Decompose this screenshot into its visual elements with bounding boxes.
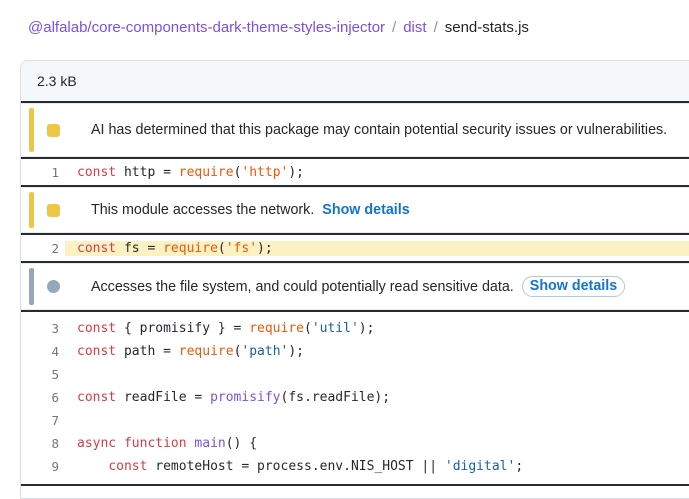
line-number: 4: [51, 344, 59, 359]
breadcrumb: @alfalab/core-components-dark-theme-styl…: [28, 19, 529, 36]
line-number: 8: [51, 436, 59, 451]
show-details-link[interactable]: Show details: [322, 202, 410, 218]
alert-row-network: This module accesses the network. Show d…: [21, 187, 689, 233]
code-line-row: 8 async function main() {: [21, 432, 689, 455]
separator: [21, 310, 689, 312]
alert-row-ai-security: AI has determined that this package may …: [21, 103, 689, 157]
breadcrumb-separator: /: [392, 19, 397, 36]
file-header: 2.3 kB: [21, 61, 689, 101]
breadcrumb-dir-link[interactable]: dist: [403, 19, 427, 36]
file-size-label: 2.3 kB: [37, 73, 77, 89]
warning-square-icon: [47, 203, 60, 217]
code-line-row: 4 const path = require('path');: [21, 340, 689, 363]
code-text: async function main() {: [77, 436, 258, 451]
code-text: const path = require('path');: [77, 344, 305, 359]
code-line-row: 9 const remoteHost = process.env.NIS_HOS…: [21, 455, 689, 478]
line-number: 1: [51, 164, 59, 180]
code-text: const fs = require('fs');: [65, 240, 689, 256]
alert-text: AI has determined that this package may …: [91, 122, 668, 138]
breadcrumb-separator: /: [433, 19, 438, 36]
code-text: const remoteHost = process.env.NIS_HOST …: [108, 459, 524, 474]
breadcrumb-current-file: send-stats.js: [444, 19, 529, 36]
warning-stripe: [29, 192, 34, 228]
info-stripe: [29, 268, 34, 305]
line-number: 5: [51, 367, 59, 382]
line-number: 9: [51, 459, 59, 474]
code-text: const readFile = promisify(fs.readFile);: [77, 390, 391, 405]
separator: [21, 101, 689, 103]
code-line-row: 3 const { promisify } = require('util');: [21, 317, 689, 340]
line-number: 3: [51, 321, 59, 336]
separator: [21, 261, 689, 263]
code-text: const http = require('http');: [77, 164, 305, 180]
separator: [21, 233, 689, 235]
line-number: 6: [51, 390, 59, 405]
breadcrumb-package-link[interactable]: @alfalab/core-components-dark-theme-styl…: [28, 19, 386, 36]
alert-text: This module accesses the network.: [91, 202, 315, 218]
code-line-row-highlighted: 2 const fs = require('fs');: [21, 235, 689, 261]
code-line-row: 1 const http = require('http');: [21, 159, 689, 185]
code-text: [65, 367, 689, 382]
warning-square-icon: [47, 123, 60, 137]
code-text: [65, 413, 689, 428]
separator: [21, 185, 689, 187]
code-line-row: 5: [21, 363, 689, 386]
alert-row-filesystem: Accesses the file system, and could pote…: [21, 263, 689, 310]
file-viewer-panel: 2.3 kB AI has determined that this packa…: [20, 60, 689, 499]
info-circle-icon: [47, 280, 60, 293]
warning-stripe: [29, 108, 34, 152]
separator: [21, 157, 689, 159]
alert-text: Accesses the file system, and could pote…: [91, 278, 514, 295]
code-text: const { promisify } = require('util');: [77, 321, 375, 336]
code-block: 3 const { promisify } = require('util'); 4…: [21, 312, 689, 484]
code-line-row: 6 const readFile = promisify(fs.readFile)…: [21, 386, 689, 409]
show-details-button[interactable]: Show details: [521, 276, 626, 297]
line-number: 2: [51, 240, 59, 256]
line-number: 7: [51, 413, 59, 428]
code-line-row: 7: [21, 409, 689, 432]
alert-row-partial: [21, 486, 689, 498]
